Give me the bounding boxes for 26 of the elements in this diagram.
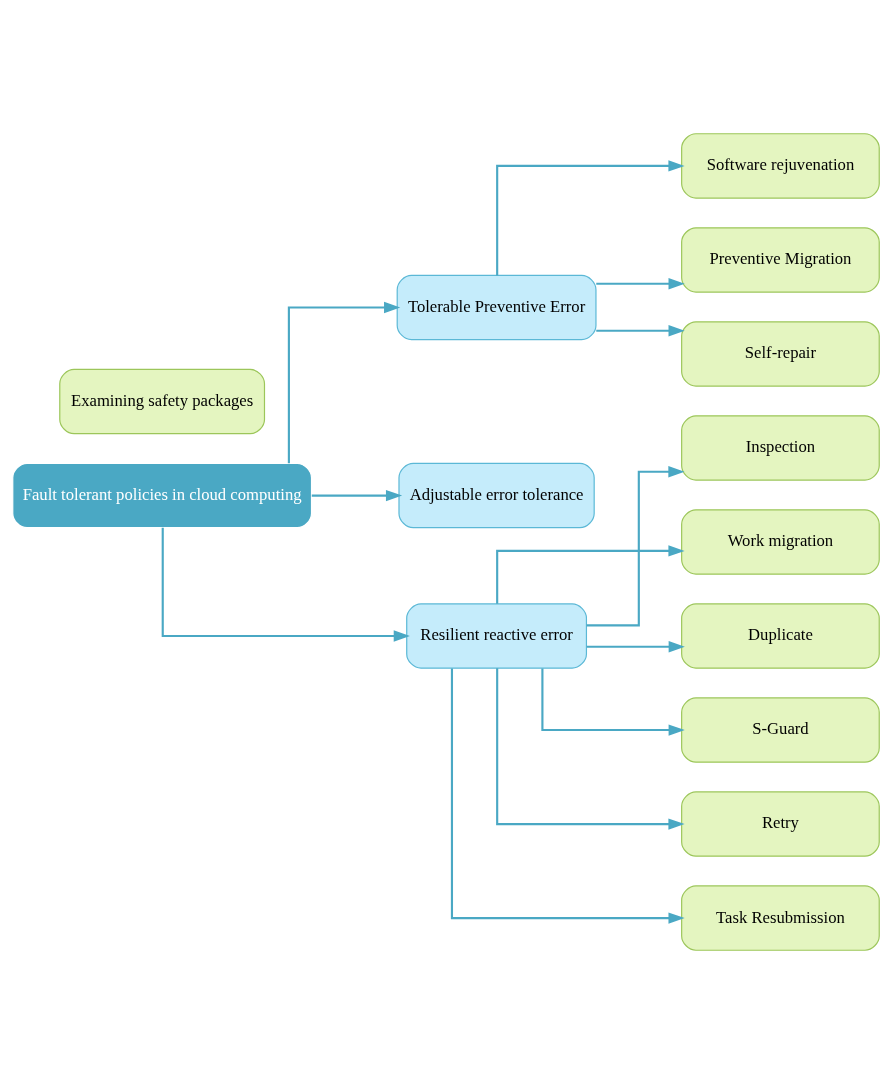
node-box: Work migration bbox=[681, 508, 880, 575]
node-box: Examining safety packages bbox=[59, 368, 266, 434]
node-box: Preventive Migration bbox=[681, 226, 880, 293]
node-box: S-Guard bbox=[681, 696, 880, 763]
node-box: Tolerable Preventive Error bbox=[396, 274, 597, 340]
node-box: Duplicate bbox=[681, 602, 880, 669]
arrow bbox=[596, 324, 685, 336]
arrow bbox=[287, 301, 401, 463]
arrow bbox=[450, 667, 685, 924]
node-box: Resilient reactive error bbox=[406, 602, 588, 669]
arrow bbox=[541, 667, 685, 736]
node-box: Inspection bbox=[681, 414, 880, 481]
arrow bbox=[496, 544, 685, 604]
arrow bbox=[586, 640, 685, 652]
arrow bbox=[161, 527, 410, 642]
arrow bbox=[496, 159, 685, 275]
arrow bbox=[496, 667, 685, 830]
node-box: Adjustable error tolerance bbox=[398, 462, 595, 528]
node-box: Software rejuvenation bbox=[681, 132, 880, 199]
arrow bbox=[311, 489, 403, 501]
node-box: Fault tolerant policies in cloud computing bbox=[12, 462, 313, 528]
arrow bbox=[596, 277, 685, 289]
node-box: Retry bbox=[681, 790, 880, 857]
arrow bbox=[586, 465, 685, 626]
node-box: Task Resubmission bbox=[681, 884, 880, 951]
node-box: Self-repair bbox=[681, 320, 880, 387]
